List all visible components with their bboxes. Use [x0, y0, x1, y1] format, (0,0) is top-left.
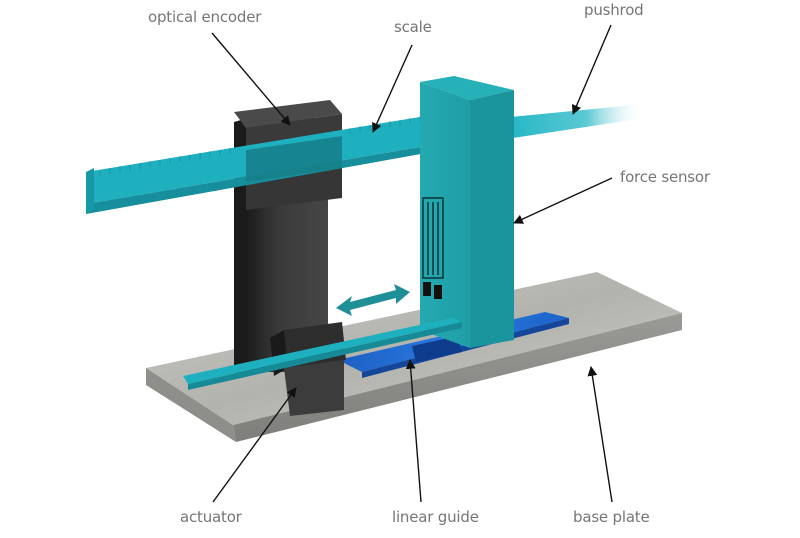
- label-force-sensor: force sensor: [620, 168, 710, 186]
- label-optical-encoder: optical encoder: [148, 8, 262, 26]
- label-pushrod: pushrod: [584, 1, 644, 19]
- leader-lines: [211, 24, 613, 503]
- label-scale: scale: [394, 18, 432, 36]
- motion-double-arrow-icon: [336, 284, 410, 316]
- force-sensor: [420, 76, 514, 348]
- pushrod-lower: [183, 318, 462, 390]
- strain-gauge-icon: [422, 197, 444, 279]
- pushrod: [500, 104, 645, 140]
- label-base-plate: base plate: [573, 508, 650, 526]
- scale: [86, 115, 432, 214]
- label-linear-guide: linear guide: [392, 508, 479, 526]
- label-actuator: actuator: [180, 508, 242, 526]
